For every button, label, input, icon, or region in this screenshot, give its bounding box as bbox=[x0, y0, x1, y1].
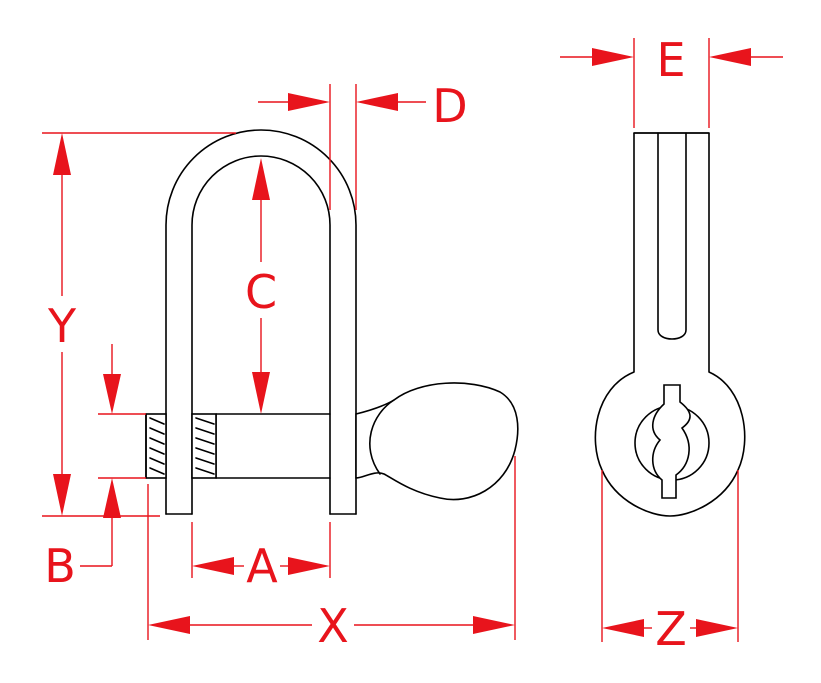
shackle-body-inner bbox=[191, 155, 331, 515]
dim-y: Y bbox=[42, 132, 236, 517]
label-y: Y bbox=[47, 299, 77, 353]
pin-thread-inner bbox=[191, 413, 217, 479]
label-e: E bbox=[656, 33, 685, 87]
pin-head-neck bbox=[369, 399, 395, 475]
label-a: A bbox=[246, 539, 278, 593]
label-x: X bbox=[317, 599, 349, 653]
dim-d: D bbox=[258, 79, 468, 210]
pin-shank bbox=[215, 413, 331, 479]
shackle-front-view bbox=[145, 129, 519, 515]
shackle-body-outer bbox=[165, 129, 357, 515]
dim-e: E bbox=[560, 33, 783, 128]
dim-c: C bbox=[245, 158, 277, 414]
pin-thread-left bbox=[145, 413, 167, 479]
dimension-lines: Y C B D bbox=[42, 33, 783, 656]
side-view-slot bbox=[657, 132, 687, 340]
label-d: D bbox=[432, 79, 467, 133]
pin-head-paddle bbox=[355, 382, 519, 501]
dim-b: B bbox=[44, 344, 146, 593]
label-b: B bbox=[44, 539, 76, 593]
label-z: Z bbox=[655, 602, 687, 656]
side-view-outline bbox=[594, 132, 746, 517]
label-c: C bbox=[245, 265, 277, 319]
dim-x: X bbox=[147, 456, 516, 653]
shackle-side-view bbox=[594, 132, 746, 517]
side-view-pin-key bbox=[651, 384, 691, 499]
dim-a: A bbox=[191, 522, 331, 593]
dim-z: Z bbox=[601, 470, 739, 656]
